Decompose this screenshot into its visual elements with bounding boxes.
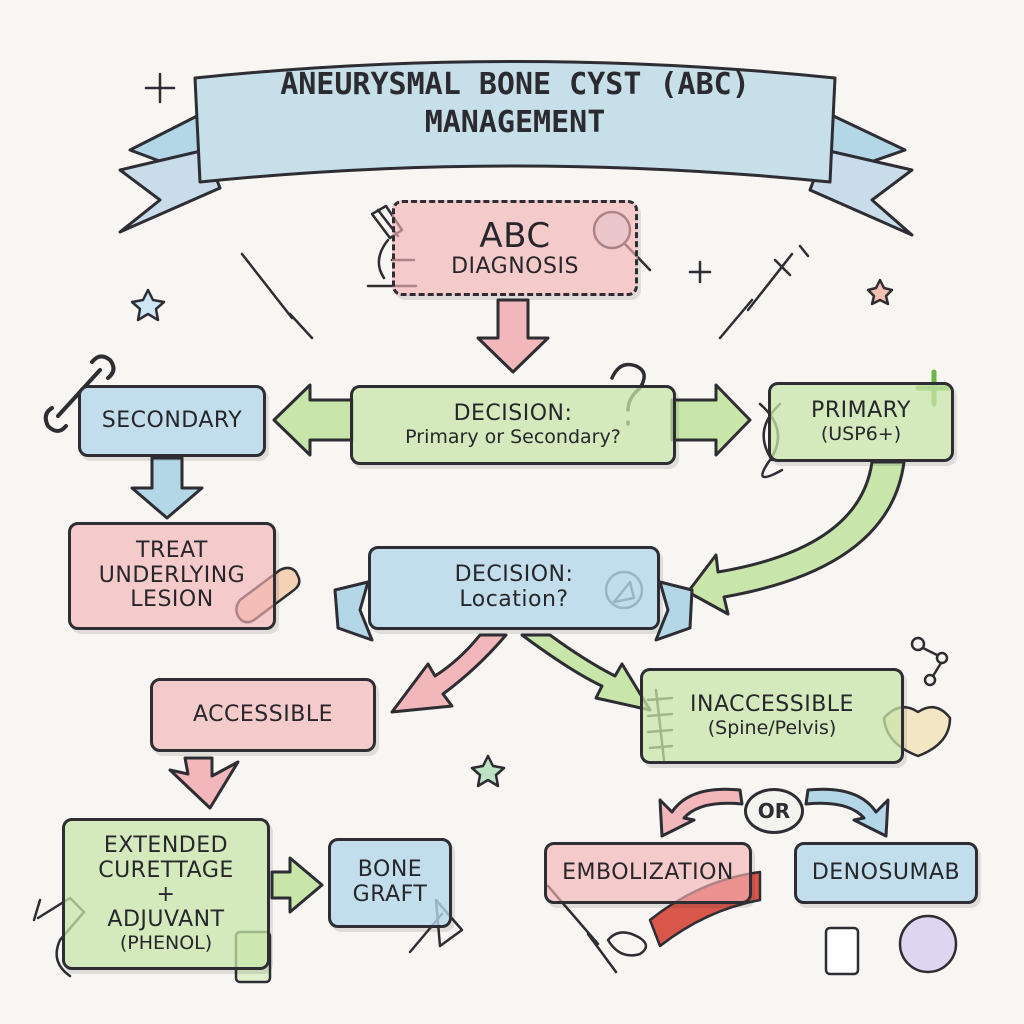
arrow-secondary-to-treat [130, 456, 204, 520]
sparkle-icon [144, 72, 176, 104]
banner-left-ribbon [118, 148, 222, 234]
bone-graft-line-1: BONE [357, 857, 423, 883]
node-treat-underlying-lesion: TREAT UNDERLYING LESION [68, 522, 276, 630]
coil-icon [606, 931, 648, 957]
banner-body [193, 60, 837, 184]
arrow-to-secondary [272, 383, 354, 457]
curettage-line-4: ADJUVANT [107, 906, 225, 932]
cell-icon [898, 914, 958, 974]
pill-bottle-icon [824, 926, 860, 976]
title-banner [118, 60, 914, 237]
node-decision-type: DECISION: Primary or Secondary? [350, 385, 676, 465]
node-secondary: SECONDARY [78, 385, 266, 457]
embolization-label: EMBOLIZATION [562, 859, 734, 885]
arrow-accessible-to-curettage [168, 756, 240, 810]
abc-diagnosis-line-2: DIAGNOSIS [451, 253, 579, 279]
arrow-diagnosis-to-decision [476, 298, 550, 374]
syringe-icon [718, 244, 810, 340]
or-badge: OR [744, 788, 804, 834]
treat-line-2: UNDERLYING [98, 562, 246, 588]
node-extended-curettage: EXTENDED CURETTAGE + ADJUVANT (PHENOL) [62, 818, 270, 970]
molecule-icon [910, 636, 949, 687]
curettage-line-3: + [156, 882, 176, 908]
arrow-curettage-to-graft [270, 856, 324, 914]
secondary-label: SECONDARY [101, 407, 243, 433]
scalpel-icon [240, 252, 314, 340]
denosumab-label: DENOSUMAB [811, 859, 961, 885]
star-icon-bottom [470, 754, 506, 788]
curettage-line-5: (PHENOL) [119, 931, 213, 954]
sparkle-icon-right [688, 260, 712, 284]
node-embolization: EMBOLIZATION [544, 842, 752, 904]
star-icon-right [866, 278, 894, 306]
banner-right-ribbon [808, 148, 914, 237]
arrow-or-to-denosumab [804, 787, 890, 838]
bone-graft-line-2: GRAFT [352, 882, 428, 907]
curettage-line-1: EXTENDED [103, 833, 229, 859]
curettage-line-2: CURETTAGE [98, 857, 234, 883]
decision-type-line-1: DECISION: [453, 401, 573, 427]
node-inaccessible: INACCESSIBLE (Spine/Pelvis) [640, 668, 904, 764]
primary-line-1: PRIMARY [811, 398, 911, 424]
accessible-label: ACCESSIBLE [193, 701, 333, 727]
node-denosumab: DENOSUMAB [794, 842, 978, 904]
node-abc-diagnosis: ABC DIAGNOSIS [392, 200, 638, 296]
inaccessible-line-2: (Spine/Pelvis) [707, 716, 837, 739]
title-line-2: MANAGEMENT [424, 104, 606, 140]
title-line-1: ANEURYSMAL BONE CYST (ABC) [280, 67, 750, 102]
node-primary: PRIMARY (USP6+) [768, 382, 954, 462]
arrow-primary-to-location [686, 460, 906, 616]
decision-location-line-1: DECISION: [454, 562, 574, 588]
arrow-location-to-accessible [390, 633, 508, 714]
page-title: ANEURYSMAL BONE CYST (ABC) MANAGEMENT [200, 66, 830, 141]
star-icon [130, 288, 166, 322]
abc-diagnosis-line-1: ABC [479, 215, 551, 256]
node-accessible: ACCESSIBLE [150, 678, 376, 752]
location-ribbon-left [333, 580, 374, 642]
node-decision-location: DECISION: Location? [368, 546, 660, 630]
primary-line-2: (USP6+) [820, 422, 902, 445]
arrow-or-to-embolization [658, 787, 744, 838]
location-ribbon-right [654, 580, 694, 642]
arrow-to-primary [670, 383, 752, 457]
treat-line-3: LESION [130, 587, 214, 613]
treat-line-1: TREAT [136, 538, 208, 564]
node-bone-graft: BONE GRAFT [328, 838, 452, 928]
inaccessible-line-1: INACCESSIBLE [690, 692, 854, 718]
decision-location-line-2: Location? [459, 587, 569, 612]
decision-type-line-2: Primary or Secondary? [405, 425, 621, 448]
arrow-location-to-inaccessible [520, 633, 652, 712]
